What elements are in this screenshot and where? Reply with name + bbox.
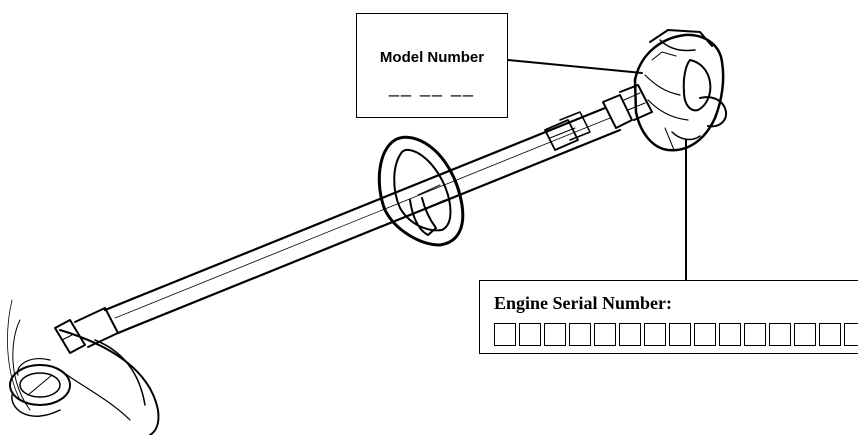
serial-digit-box [569, 323, 591, 346]
serial-digit-box [844, 323, 858, 346]
serial-digit-box [694, 323, 716, 346]
serial-number-boxes [494, 323, 858, 346]
serial-digit-box [644, 323, 666, 346]
engine-serial-label: Engine Serial Number: [494, 293, 672, 313]
drive-shaft [103, 106, 622, 335]
serial-digit-box [769, 323, 791, 346]
serial-digit-box [544, 323, 566, 346]
serial-digit-box [519, 323, 541, 346]
shaft-clamp [544, 111, 591, 151]
engine-housing [633, 29, 728, 152]
serial-digit-box [669, 323, 691, 346]
loop-handle [377, 135, 465, 247]
serial-digit-box [494, 323, 516, 346]
serial-digit-box [794, 323, 816, 346]
shaft-collar [602, 84, 653, 129]
trimmer-guard [7, 299, 160, 435]
serial-digit-box [619, 323, 641, 346]
serial-digit-box [594, 323, 616, 346]
serial-digit-box [744, 323, 766, 346]
model-number-label: Model Number [379, 49, 485, 66]
engine-serial-callout: Engine Serial Number: [479, 280, 858, 354]
model-number-blanks: __ __ __ [388, 77, 476, 97]
serial-digit-box [719, 323, 741, 346]
model-number-callout: Model Number __ __ __ [356, 13, 508, 118]
cutting-head [9, 358, 71, 417]
model-number-leader-line [507, 59, 643, 74]
serial-digit-box [819, 323, 841, 346]
lower-shaft-coupling [54, 307, 119, 354]
